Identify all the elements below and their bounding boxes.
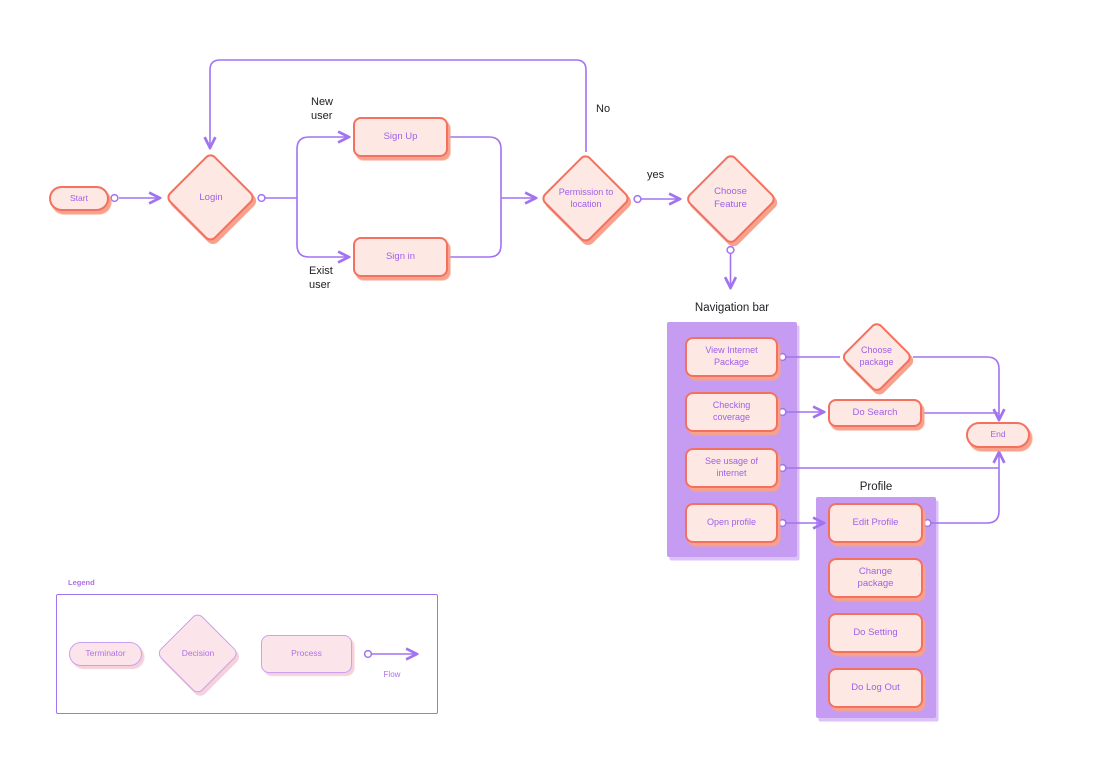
edge-choosepkg-end [913,356,999,419]
legend-title: Legend [68,578,95,587]
port-start [110,193,119,203]
node-sign-in: Sign in [353,237,448,277]
port-choose-feature [726,245,735,255]
node-sign-up: Sign Up [353,117,448,157]
port-permission [633,194,642,204]
node-do-log-out: Do Log Out [828,668,923,708]
edge-editprofile-end [931,453,1000,524]
legend-decision-label: Decision [181,648,215,659]
port-login [257,193,266,203]
node-view-internet-package-label: View Internet Package [705,345,758,367]
port-checking-coverage [778,407,787,417]
edge-label-yes: yes [647,169,665,181]
node-choose-feature: Choose Feature [683,151,777,245]
group-label-profile: Profile [859,481,893,493]
node-do-setting-label: Do Setting [853,626,898,638]
legend-decision: Decision [155,611,240,696]
node-sign-in-label: Sign in [385,250,416,262]
edge-permission-no-loop [210,59,587,152]
node-change-package: Change package [828,558,923,598]
legend-process: Process [261,635,352,673]
node-end-label: End [990,429,1006,440]
node-checking-coverage-label: Checking coverage [712,400,751,422]
legend-process-label: Process [291,648,322,659]
node-sign-up-label: Sign Up [383,130,418,142]
node-open-profile: Open profile [685,503,778,543]
edge-signup-signin-merge [448,136,502,258]
node-do-log-out-label: Do Log Out [851,681,900,693]
port-view-internet-package [778,352,787,362]
node-start-label: Start [70,192,88,203]
edge-label-new-user: New user [311,96,334,122]
node-do-search-label: Do Search [852,406,898,418]
node-login: Login [165,152,257,244]
node-end: End [966,422,1030,448]
node-choose-package: Choose package [839,319,913,393]
node-open-profile-label: Open profile [706,517,757,528]
node-choose-package-label: Choose package [859,344,894,367]
legend-terminator-label: Terminator [85,648,126,659]
node-edit-profile-label: Edit Profile [852,516,899,528]
legend-box [56,594,438,714]
node-do-search: Do Search [828,399,922,427]
node-see-usage-label: See usage of internet [704,456,759,478]
port-edit-profile [923,518,932,528]
node-view-internet-package: View Internet Package [685,337,778,377]
legend-terminator: Terminator [69,642,142,666]
node-checking-coverage: Checking coverage [685,392,778,432]
port-see-usage [778,463,787,473]
edge-login-signup [296,137,348,198]
node-edit-profile: Edit Profile [828,503,923,543]
edge-login-signin [296,198,348,257]
port-open-profile [778,518,787,528]
node-start: Start [49,186,109,211]
port-legend-flow [363,649,373,659]
node-permission-label: Permission to location [558,187,614,209]
edge-label-no: No [596,103,611,115]
edge-label-exist-user: Exist user [309,265,333,291]
group-label-navigation-bar: Navigation bar [694,302,770,314]
node-permission-to-location: Permission to location [540,153,632,245]
node-see-usage: See usage of internet [685,448,778,488]
node-choose-feature-label: Choose Feature [714,186,747,210]
node-change-package-label: Change package [857,565,894,589]
legend-flow-label: Flow [383,670,401,679]
node-do-setting: Do Setting [828,613,923,653]
node-login-label: Login [199,191,223,203]
